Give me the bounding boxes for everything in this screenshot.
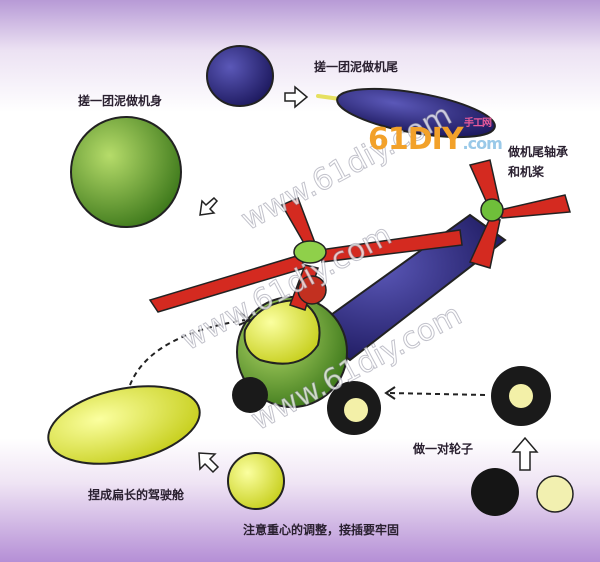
main-rotor	[148, 196, 463, 313]
logo-domain: .com	[462, 134, 503, 153]
helicopter-wheel-left	[232, 377, 268, 413]
label-rotor-1: 做机尾轴承	[508, 145, 569, 159]
logo-subtitle: 手工网	[464, 118, 492, 129]
cream-clay-ball	[536, 475, 574, 513]
label-cockpit: 捏成扁长的驾驶舱	[88, 488, 185, 502]
label-rotor-2: 和机桨	[508, 165, 545, 179]
tail-rotor	[468, 159, 571, 269]
arrow-icon	[199, 196, 219, 216]
yellow-clay-ball	[227, 452, 285, 510]
green-clay-ball	[70, 116, 182, 228]
label-wheels: 做一对轮子	[413, 442, 474, 456]
dashed-arrow	[389, 392, 486, 396]
yellow-cockpit-piece	[47, 385, 201, 465]
black-clay-ball	[471, 468, 519, 516]
arrow-icon	[511, 436, 539, 471]
label-tail: 搓一团泥做机尾	[314, 60, 399, 74]
site-logo: 61DIY.com 手工网	[368, 118, 503, 157]
dashed-arrow	[129, 319, 246, 386]
navy-tail-piece	[336, 87, 496, 139]
logo-text: 61DIY	[368, 122, 464, 157]
label-tip: 注意重心的调整，接插要牢固	[243, 523, 400, 537]
label-body: 搓一团泥做机身	[78, 94, 163, 108]
arrow-icon	[284, 85, 309, 109]
helicopter-cockpit	[243, 298, 321, 365]
navy-clay-ball	[206, 45, 274, 107]
arrow-icon	[198, 452, 220, 474]
